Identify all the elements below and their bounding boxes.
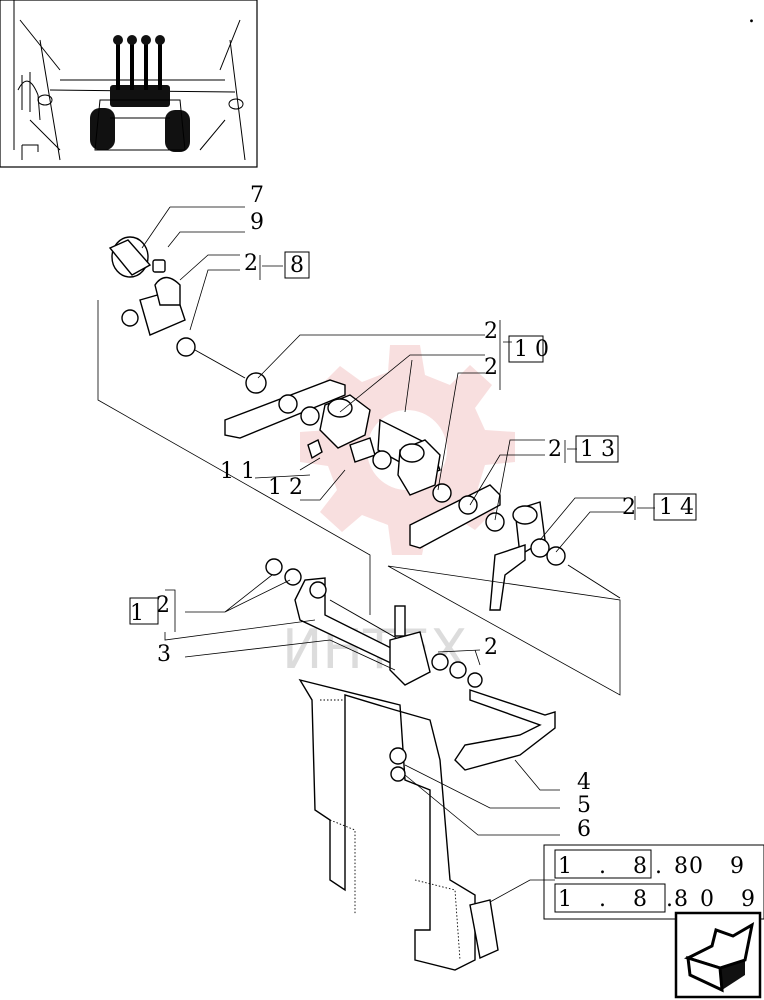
callout-boxes (129, 251, 697, 625)
callout-2: 2 (156, 593, 170, 618)
callout-1: 1 (130, 601, 144, 626)
callout-9: 9 (250, 210, 264, 235)
corner-dot: . (748, 3, 755, 28)
callout-2: 2 (484, 355, 498, 380)
ref-1-left: 1 . 8 8 (558, 854, 698, 879)
reference-1-88-09[interactable]: 1 . 8 8 . 0 9 1 . 8 8 . 0 9 / 1 (543, 844, 764, 920)
callout-2: 2 (622, 495, 636, 520)
callout-2: 2 (484, 319, 498, 344)
callout-13: 1 3 (580, 437, 615, 462)
callout-5: 5 (577, 793, 591, 818)
callout-8: 8 (290, 253, 304, 278)
callout-11: 1 1 (220, 459, 255, 484)
ref-2-right: . 0 9 / 1 (666, 887, 764, 912)
lower-linkage (265, 558, 556, 971)
upper-linkage (108, 236, 621, 611)
callout-labels: 7 9 2 8 2 1 0 2 2 1 3 2 1 4 1 1 1 2 1 2 … (130, 183, 694, 842)
callout-14: 1 4 (659, 495, 694, 520)
next-page-arrow-icon[interactable] (674, 911, 762, 999)
callout-4: 4 (577, 770, 591, 795)
callout-10: 1 0 (514, 337, 549, 362)
inset-thumbnail[interactable] (0, 0, 258, 168)
callout-7: 7 (250, 183, 264, 208)
callout-2: 2 (484, 635, 498, 660)
leader-lines (97, 206, 655, 903)
callout-2: 2 (548, 437, 562, 462)
callout-3: 3 (157, 642, 171, 667)
callout-12: 1 2 (268, 475, 303, 500)
ref-1-right: . 0 9 (655, 854, 754, 879)
callout-6: 6 (577, 817, 591, 842)
ref-2-left: 1 . 8 8 (558, 887, 698, 912)
callout-2: 2 (244, 251, 258, 276)
